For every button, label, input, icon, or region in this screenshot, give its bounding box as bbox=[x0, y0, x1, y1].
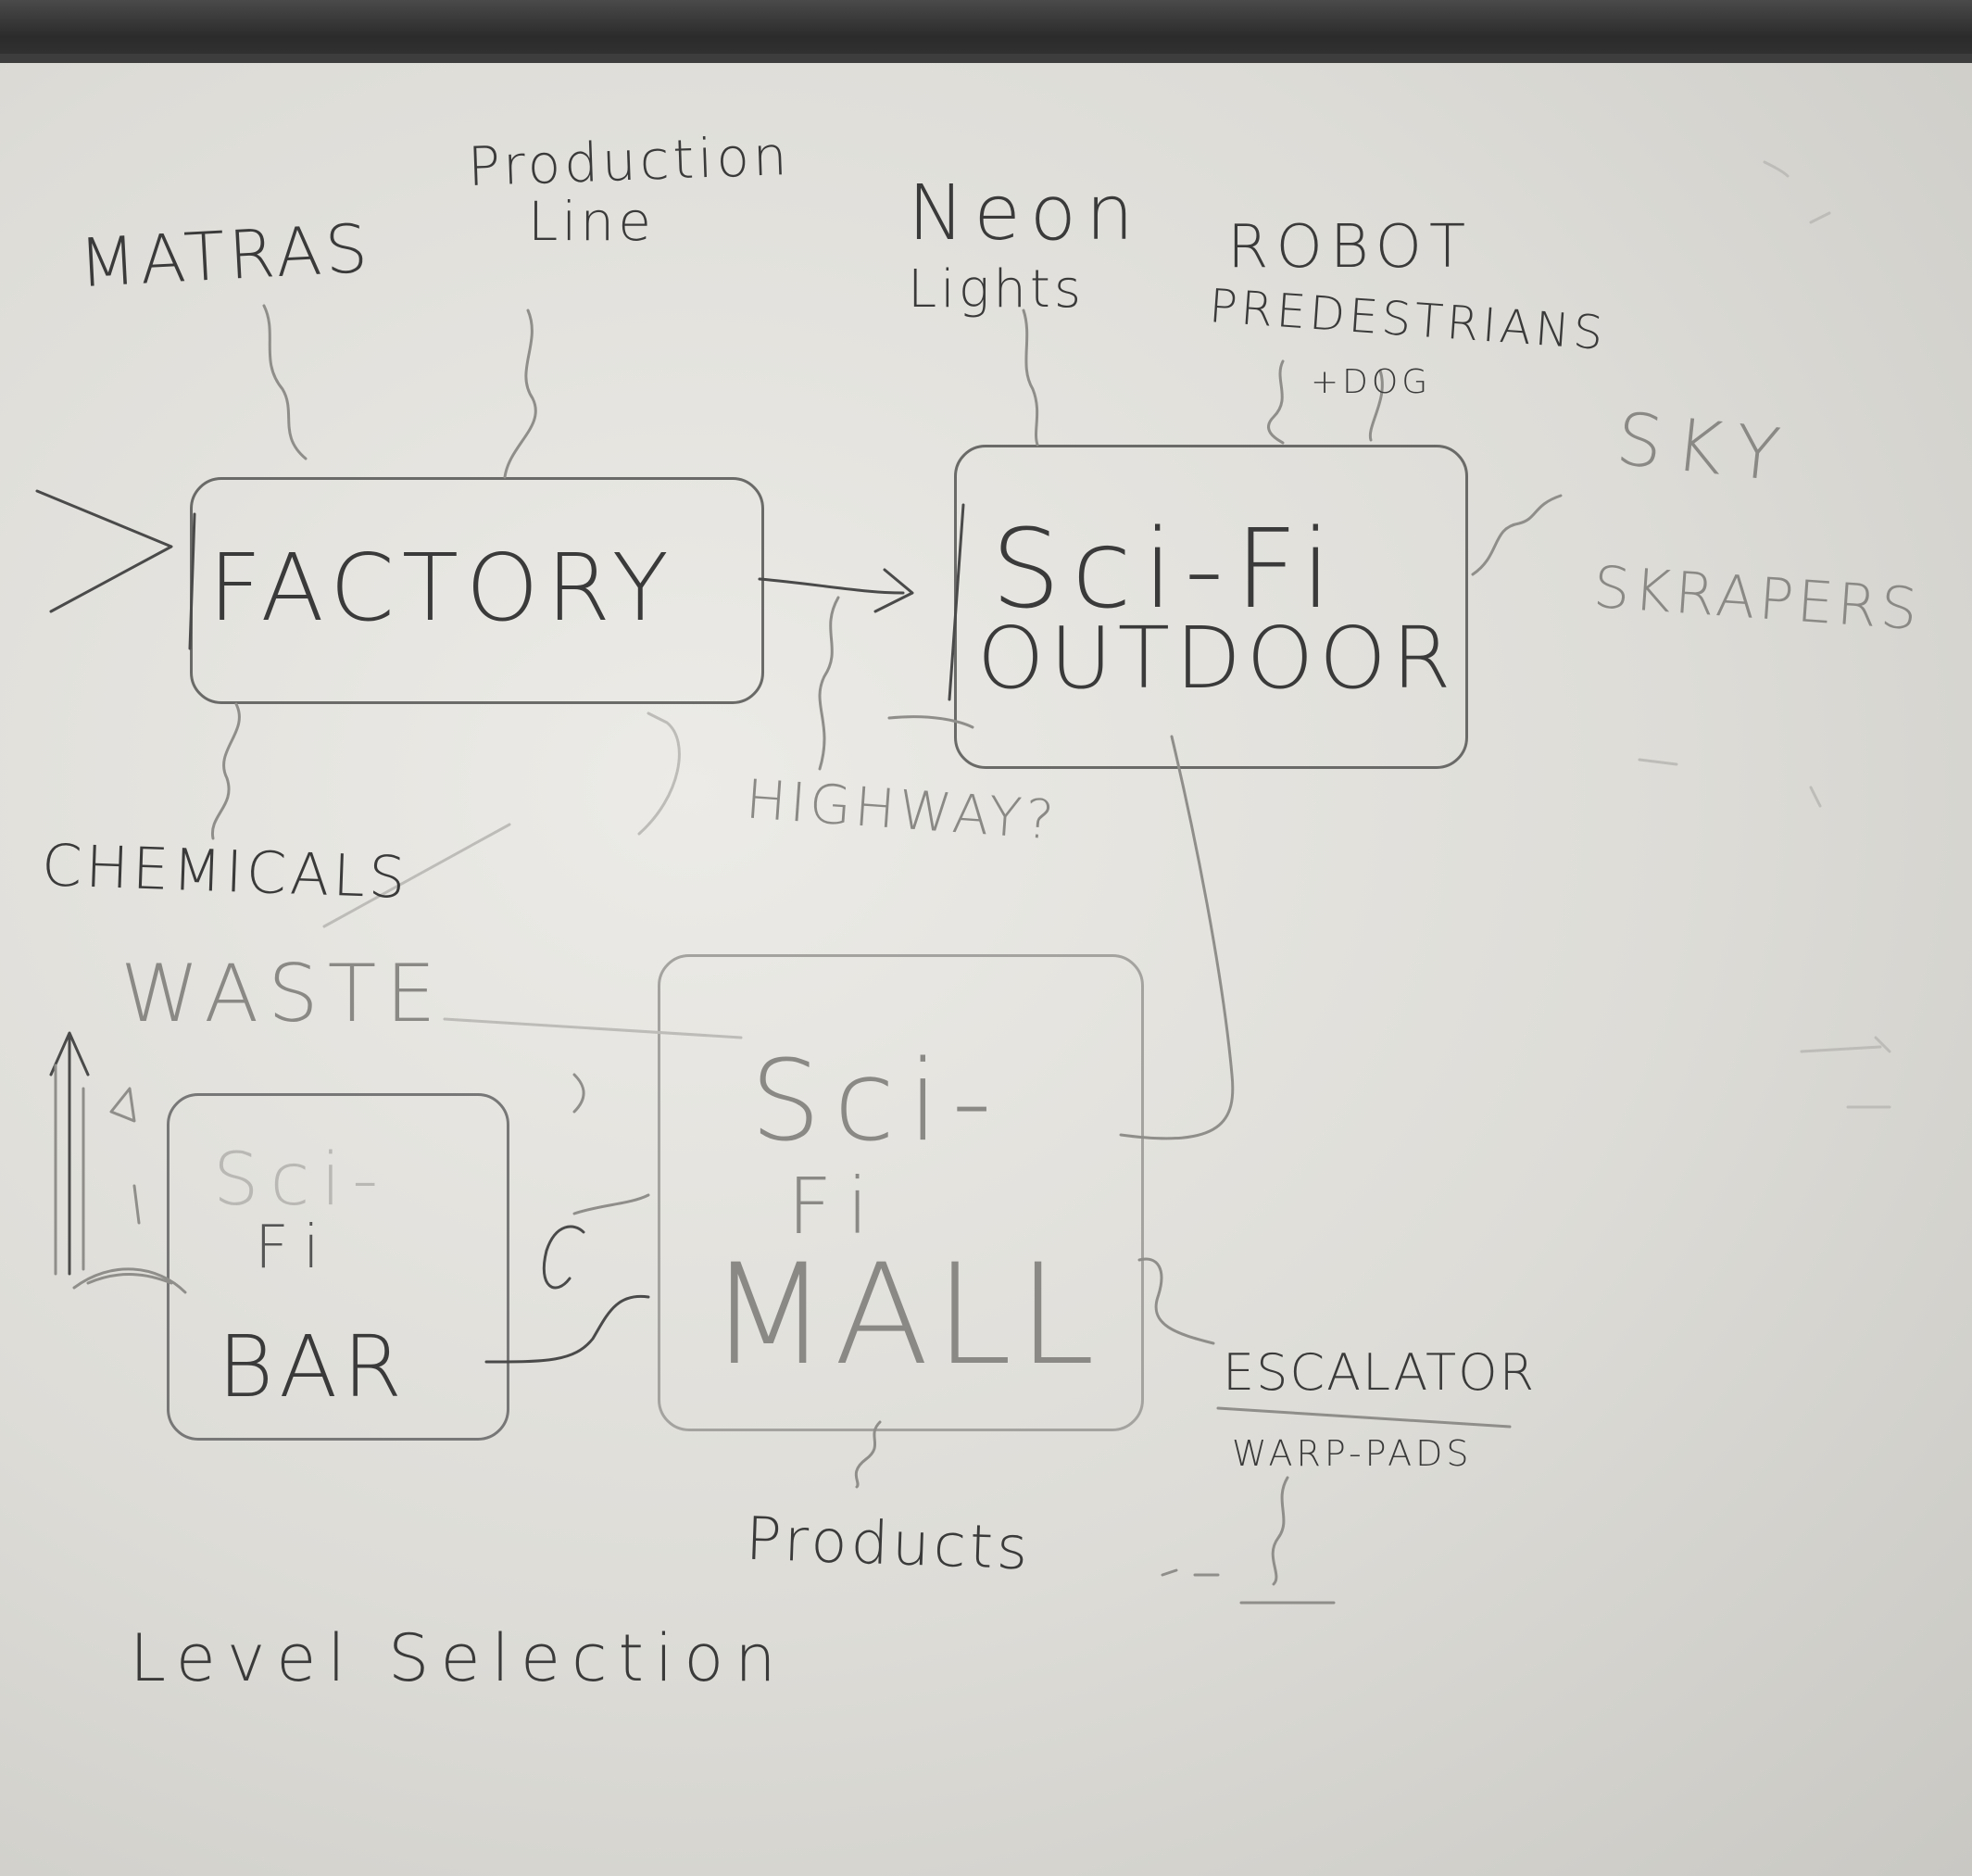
scifi-bar-title-3: BAR bbox=[218, 1317, 408, 1416]
scifi-bar-title-2: Fi bbox=[255, 1214, 338, 1282]
scifi-mall-title-1: Sci- bbox=[750, 1038, 1005, 1166]
scifi-outdoor-title-1: Sci-Fi bbox=[991, 505, 1343, 633]
scifi-outdoor-title-2: OUTDOOR bbox=[977, 609, 1457, 708]
products-squiggle bbox=[854, 1420, 882, 1489]
factory-to-outdoor-arrow bbox=[758, 577, 905, 595]
whiteboard bbox=[0, 54, 1972, 1876]
scifi-bar-box bbox=[167, 1093, 509, 1441]
factory-left-bar bbox=[188, 512, 196, 650]
highway-squiggle bbox=[818, 596, 840, 771]
neon-lights-label-1: Neon bbox=[908, 170, 1143, 258]
neon-lights-label-2: Lights bbox=[908, 259, 1085, 320]
warp-pads-label: WARP-PADS bbox=[1232, 1433, 1473, 1474]
scifi-mall-title-2: Fi bbox=[787, 1161, 889, 1252]
waste-arrow bbox=[49, 1031, 90, 1276]
matras-label: MATRAS bbox=[77, 208, 373, 303]
escalator-label: ESCALATOR bbox=[1223, 1343, 1537, 1402]
scifi-bar-title-1: Sci- bbox=[213, 1139, 390, 1222]
production-line-label-1: Production bbox=[466, 123, 792, 199]
scifi-mall-box bbox=[658, 954, 1144, 1431]
neon-squiggle bbox=[1022, 308, 1039, 447]
chemicals-squiggle bbox=[210, 702, 241, 840]
level-selection-label: Level Selection bbox=[130, 1620, 787, 1696]
factory-title: FACTORY bbox=[208, 534, 676, 642]
scifi-mall-title-3: MALL bbox=[709, 1235, 1101, 1396]
sky-label: SKY bbox=[1612, 397, 1797, 499]
escalator-squiggle bbox=[1137, 1257, 1215, 1345]
matras-squiggle bbox=[262, 304, 308, 460]
sky-squiggle bbox=[1471, 494, 1563, 576]
robot-label: ROBOT bbox=[1227, 213, 1474, 282]
production-line-label-2: Line bbox=[528, 190, 655, 253]
chemicals-label: CHEMICALS bbox=[40, 831, 410, 912]
outdoor-to-mall-line bbox=[1119, 735, 1235, 1140]
bar-to-mall-connector bbox=[484, 1294, 650, 1364]
products-label: Products bbox=[744, 1505, 1033, 1584]
waste-label: WASTE bbox=[120, 948, 446, 1040]
production-squiggle bbox=[503, 308, 537, 479]
entry-arrow bbox=[35, 489, 173, 613]
dog-label: +DOG bbox=[1311, 363, 1432, 401]
robot-squiggle bbox=[1267, 359, 1285, 445]
